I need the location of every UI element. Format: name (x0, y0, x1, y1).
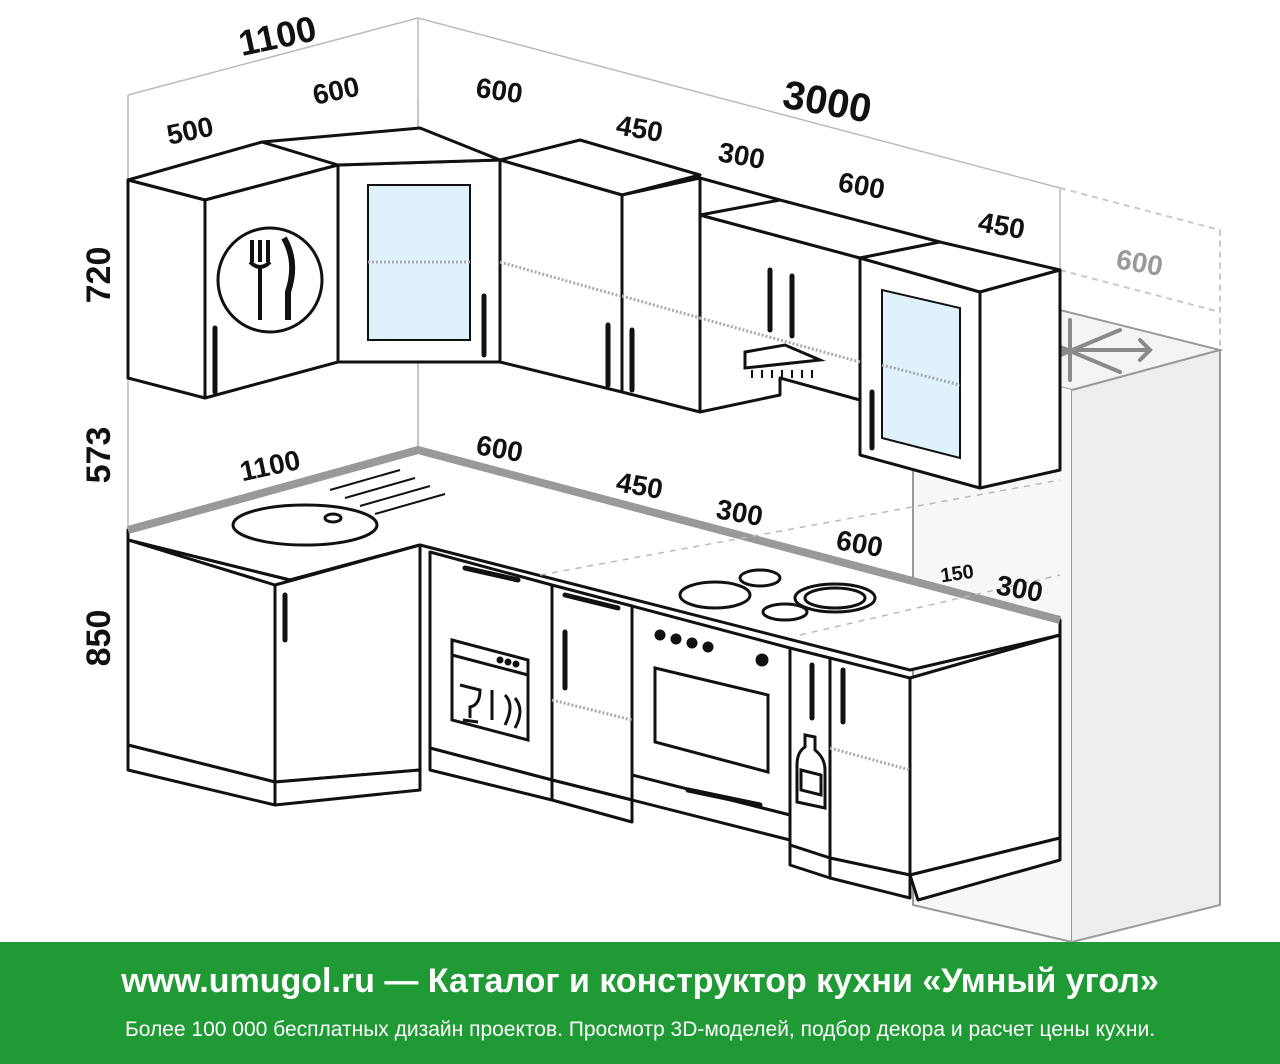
footer-banner: www.umugol.ru — Каталог и конструктор ку… (0, 942, 1280, 1064)
bottle-icon (795, 733, 827, 810)
dim-fridge-width: 600 (1114, 243, 1165, 282)
base-cabinets (126, 538, 1062, 902)
cabinet-handles (212, 267, 875, 451)
dim-counter-4: 600 (834, 524, 885, 563)
dishwasher-icon (450, 638, 530, 742)
dim-wall-cabinet-3: 600 (836, 166, 887, 205)
dim-wall-cabinet-4: 450 (976, 206, 1027, 245)
sink-icon (231, 469, 446, 547)
dim-counter-3: 300 (714, 493, 765, 532)
base-handles (282, 565, 846, 808)
dim-wall-cabinet-2: 450 (614, 109, 665, 148)
counter-guide-dashes (539, 479, 1061, 636)
kitchen-diagram: 1100 3000 500 600 600 450 300 600 450 60… (80, 8, 1224, 942)
dim-counter-2: 450 (614, 466, 665, 505)
banner-subtitle: Более 100 000 бесплатных дизайн проектов… (124, 1018, 1156, 1041)
dim-counter-1: 600 (474, 429, 525, 468)
dim-wall-cabinet-hood: 300 (716, 136, 767, 175)
dim-gap-height: 573 (80, 427, 118, 484)
dim-top-right-width: 3000 (780, 73, 875, 132)
dim-top-left-width: 1100 (235, 8, 320, 64)
cutlery-icon (216, 226, 324, 334)
dim-base-height: 850 (80, 610, 118, 667)
dim-wall-corner-right: 600 (310, 71, 362, 111)
base-cabinet-450 (550, 583, 634, 802)
banner-title[interactable]: www.umugol.ru — Каталог и конструктор ку… (121, 962, 1159, 1000)
glass-panel-left (367, 184, 471, 341)
dim-wall-height: 720 (80, 247, 118, 304)
dim-wall-cabinet-1: 600 (474, 72, 525, 109)
dim-counter-6: 150 (939, 561, 975, 587)
hood-icon (743, 343, 826, 378)
cooktop-icon (678, 568, 877, 622)
oven-icon (653, 629, 770, 774)
dim-wall-corner-left: 500 (164, 111, 216, 151)
shelf-lines (368, 260, 961, 387)
base-corner-left (126, 538, 277, 784)
base-shelf-lines (551, 698, 911, 772)
